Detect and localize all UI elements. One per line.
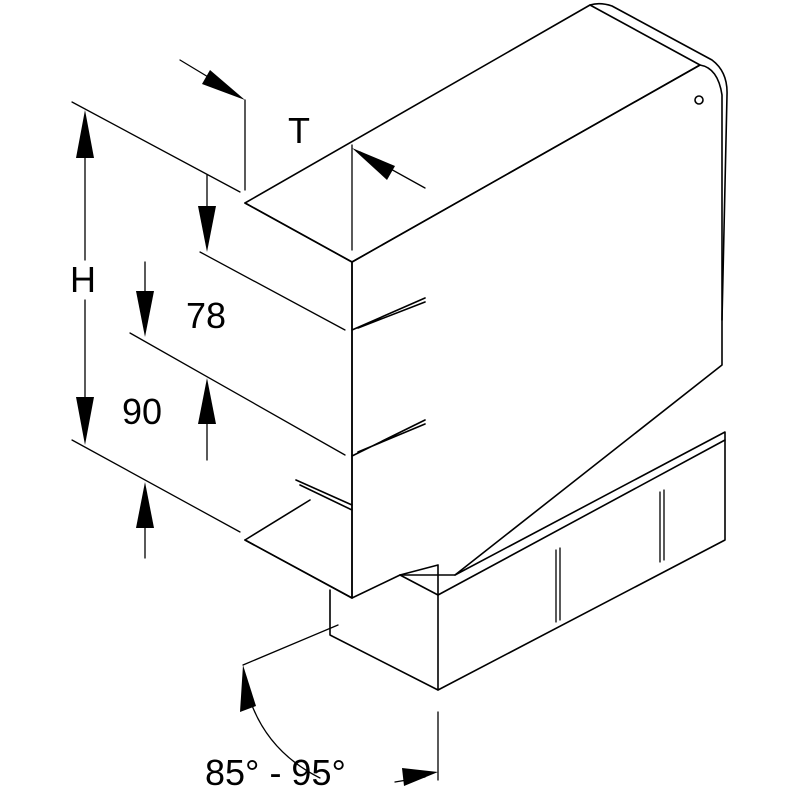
- angle-arrow-right: [402, 768, 438, 786]
- h-extension-bottom: [71, 439, 241, 533]
- bottom-flange: [244, 479, 353, 599]
- gap78-arrow-top: [198, 206, 216, 252]
- h-extension-top: [71, 101, 241, 193]
- base-section: [329, 431, 726, 691]
- lower-slot: [351, 419, 426, 457]
- angle-label: 85° - 95°: [205, 752, 346, 793]
- dimension-height: H: [70, 101, 241, 533]
- h-arrow-top: [76, 110, 94, 158]
- housing-body: [244, 2, 728, 599]
- t-arrow-right: [352, 148, 395, 180]
- height-label: H: [70, 259, 96, 300]
- lower-gap-label: 90: [122, 391, 162, 432]
- gap90-arrow-top: [198, 378, 216, 424]
- gap78-extension-top: [199, 251, 346, 331]
- dimension-upper-gap: 78: [129, 174, 346, 456]
- gap78-arrow-bottom: [136, 291, 154, 337]
- housing-right-face: [351, 64, 723, 599]
- dimension-angle: 85° - 95°: [205, 624, 439, 793]
- dimension-lower-gap: 90: [122, 378, 216, 559]
- dimension-thickness: T: [179, 59, 426, 251]
- angle-arc: [249, 699, 321, 779]
- base-left-edge: [399, 564, 439, 596]
- gap78-extension-bottom: [129, 332, 346, 456]
- angle-extension-left: [242, 624, 339, 666]
- housing-front-face: [244, 202, 353, 599]
- base-ribs: [555, 489, 665, 623]
- base-outline: [329, 431, 726, 691]
- housing-back-edge: [589, 2, 728, 321]
- angle-arrow-left: [240, 665, 256, 712]
- thickness-label: T: [288, 110, 310, 151]
- gap90-arrow-bottom: [136, 482, 154, 528]
- h-arrow-bottom: [76, 397, 94, 445]
- upper-slot: [351, 297, 426, 331]
- upper-gap-label: 78: [186, 295, 226, 336]
- housing-top-face: [244, 4, 701, 263]
- screw-hole: [694, 95, 704, 105]
- t-arrow-left: [202, 70, 245, 100]
